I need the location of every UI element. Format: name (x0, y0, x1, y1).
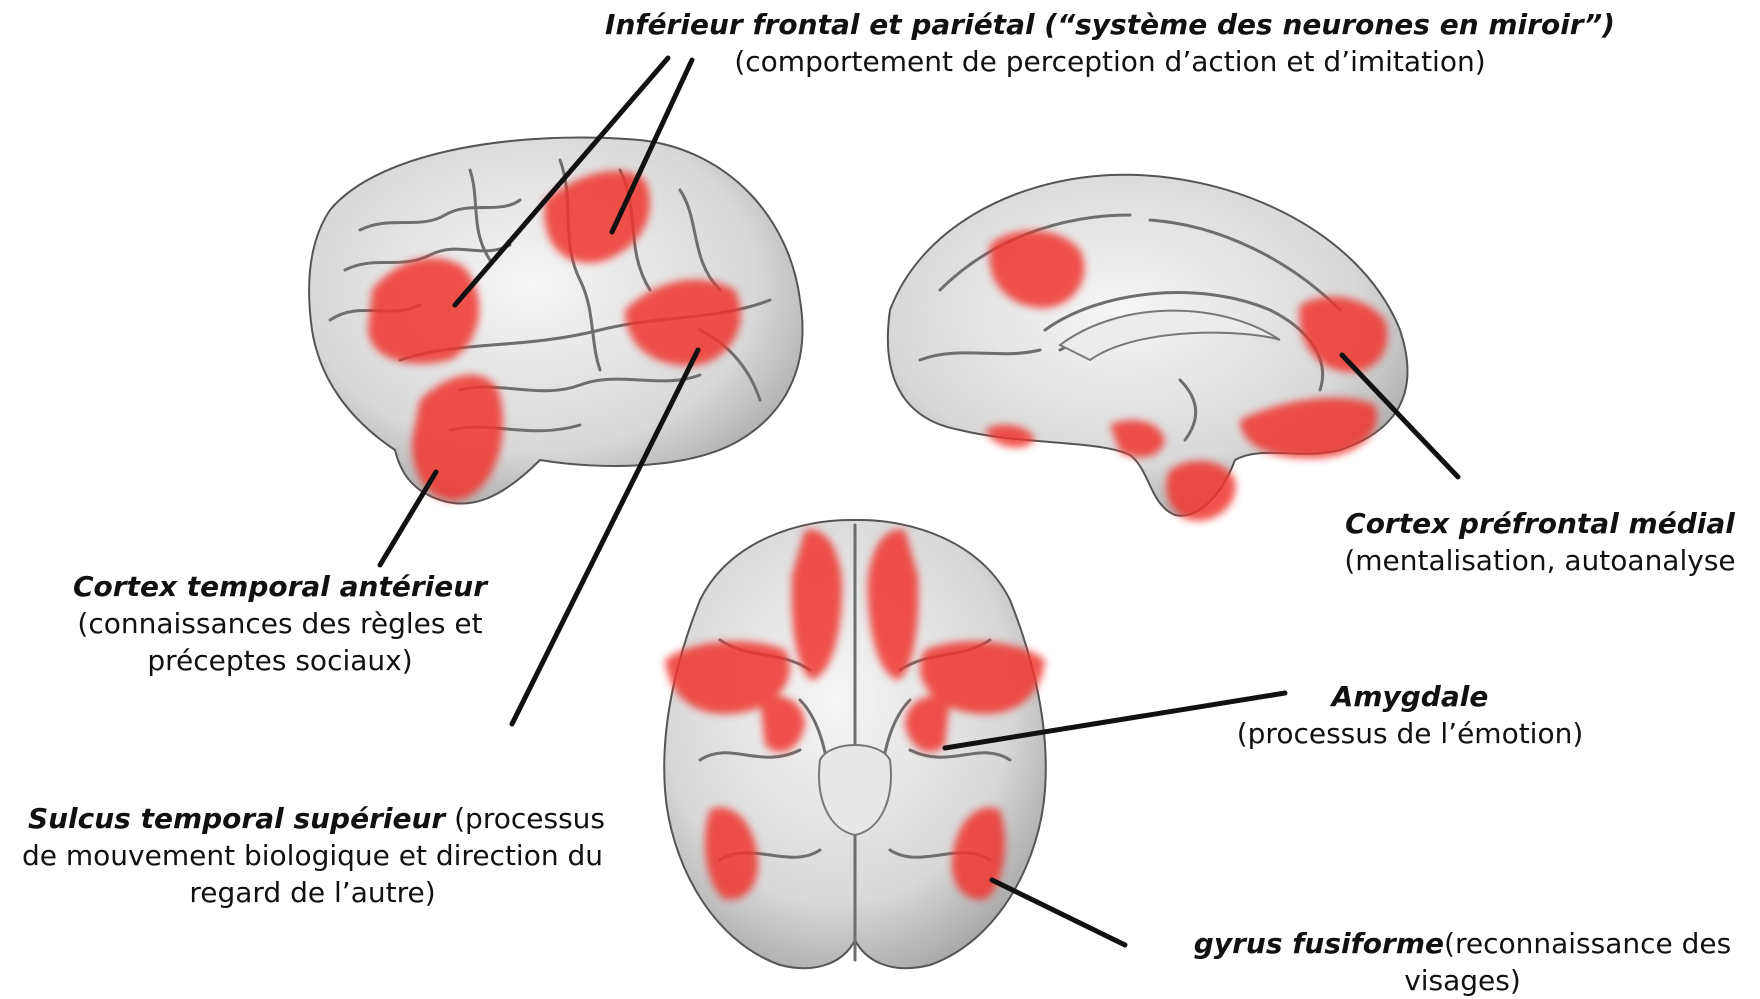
label-fusiform-desc: (reconnaissance des visages) (1404, 927, 1731, 997)
label-fusiform: gyrus fusiforme(reconnaissance des visag… (1170, 925, 1755, 999)
label-atc-desc: (connaissances des règles et préceptes s… (10, 605, 550, 679)
label-fusiform-title: gyrus fusiforme (1194, 927, 1444, 960)
label-mpfc-desc: (mentalisation, autoanalyse (1340, 542, 1740, 579)
label-sts-desc-inline: (processus (445, 802, 605, 835)
label-atc-title: Cortex temporal antérieur (73, 570, 487, 603)
leader-atc (380, 472, 436, 565)
label-sts-title: Sulcus temporal supérieur (28, 802, 445, 835)
label-superior-temporal-sulcus: Sulcus temporal supérieur (processus de … (20, 800, 605, 911)
label-sts-desc: de mouvement biologique et direction du … (20, 837, 605, 911)
label-mirror-title: Inférieur frontal et pariétal (“système … (605, 8, 1615, 41)
label-amygdala-title: Amygdale (1332, 680, 1489, 713)
label-mpfc-title: Cortex préfrontal médial (1345, 507, 1735, 540)
label-amygdala-desc: (processus de l’émotion) (1220, 715, 1600, 752)
leader-fusiform (992, 880, 1125, 945)
label-mirror-neurons: Inférieur frontal et pariétal (“système … (560, 6, 1660, 80)
label-amygdala: Amygdale (processus de l’émotion) (1220, 678, 1600, 752)
label-anterior-temporal: Cortex temporal antérieur (connaissances… (10, 568, 550, 679)
label-mirror-desc: (comportement de perception d’action et … (560, 43, 1660, 80)
highlight-medial-temporal (1166, 461, 1236, 521)
ventral-brain-view (664, 520, 1046, 968)
label-mpfc: Cortex préfrontal médial (mentalisation,… (1340, 505, 1740, 579)
lateral-brain-view (309, 138, 802, 504)
medial-brain-view (888, 175, 1408, 521)
